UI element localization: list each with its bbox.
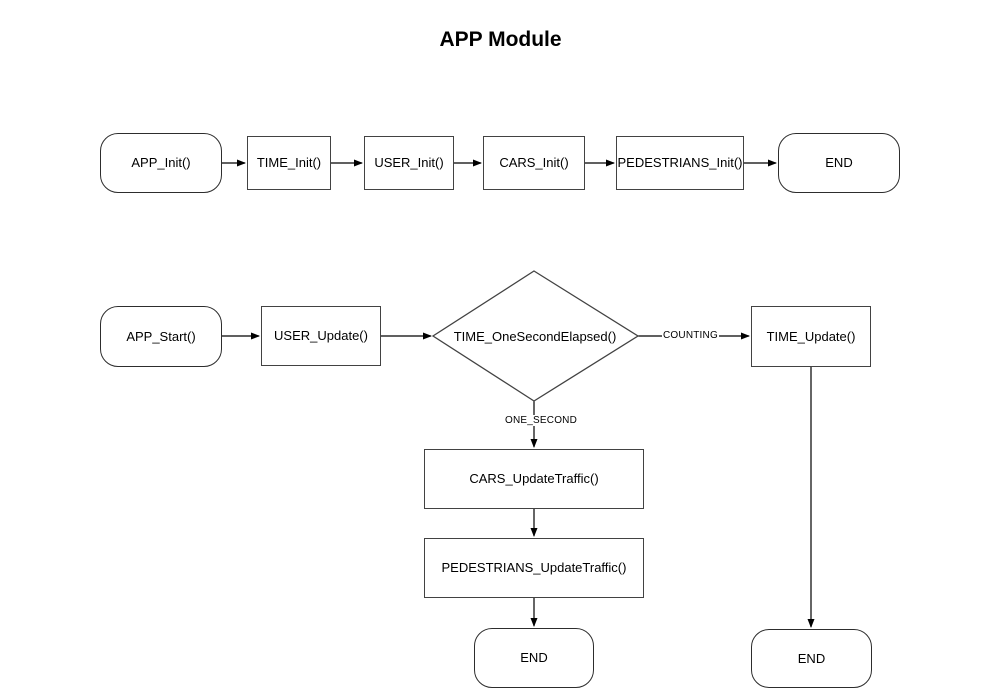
node-user-init: USER_Init()	[364, 136, 454, 190]
node-app-start: APP_Start()	[100, 306, 222, 367]
node-app-init: APP_Init()	[100, 133, 222, 193]
node-end-center: END	[474, 628, 594, 688]
node-end-top: END	[778, 133, 900, 193]
node-time-init: TIME_Init()	[247, 136, 331, 190]
node-cars-update-traffic: CARS_UpdateTraffic()	[424, 449, 644, 509]
node-user-update: USER_Update()	[261, 306, 381, 366]
edge-label-counting: COUNTING	[662, 330, 719, 341]
edge-label-one-second: ONE_SECOND	[504, 415, 579, 426]
node-pedestrians-init: PEDESTRIANS_Init()	[616, 136, 744, 190]
node-time-one-second-elapsed-label: TIME_OneSecondElapsed()	[453, 329, 617, 344]
diagram-title: APP Module	[439, 28, 562, 51]
node-end-right: END	[751, 629, 872, 688]
node-pedestrians-update-traffic: PEDESTRIANS_UpdateTraffic()	[424, 538, 644, 598]
decision-diamond-shape	[431, 270, 640, 402]
node-time-update: TIME_Update()	[751, 306, 871, 367]
node-cars-init: CARS_Init()	[483, 136, 585, 190]
